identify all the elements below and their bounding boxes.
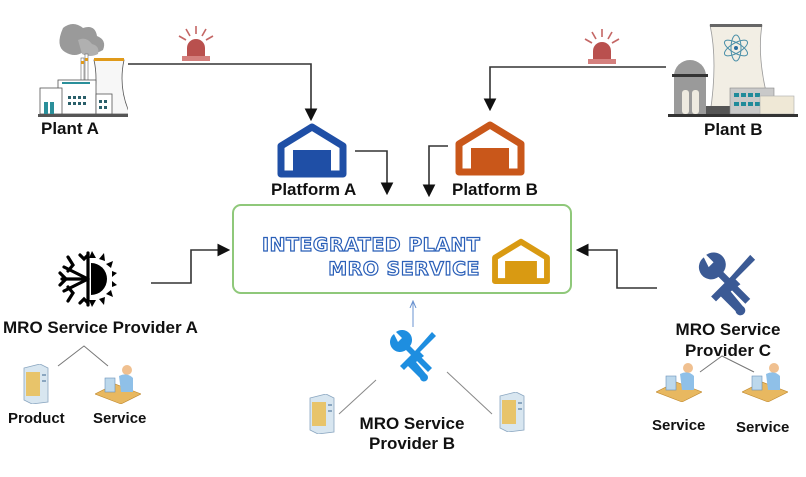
platform-a-icon[interactable] — [275, 122, 349, 183]
provider-a-label: MRO Service Provider A — [3, 318, 198, 337]
plant-a-icon — [18, 18, 144, 118]
alarm-a-icon — [176, 24, 216, 69]
platform-b-icon[interactable] — [453, 120, 527, 181]
provider-c-label-line2: Provider C — [685, 341, 771, 360]
integrated-title-line1: INTEGRATED PLANT — [261, 233, 481, 256]
provider-b-label-line1: MRO Service — [359, 414, 465, 433]
provider-c-label-line1: MRO Service — [675, 320, 781, 339]
snowflake-sun-icon — [56, 247, 120, 316]
tree-lines-provider-a — [57, 345, 109, 367]
tree-line-provider-b-left — [338, 379, 377, 415]
provider-c-service-left-icon — [655, 362, 703, 407]
hub-platform-icon — [490, 236, 552, 291]
wire-provider-c-to-box — [575, 243, 657, 289]
plant-a-label: Plant A — [41, 119, 99, 138]
tree-line-provider-b-right — [446, 371, 493, 415]
plant-b-icon — [668, 22, 802, 122]
provider-b-label-line2: Provider B — [369, 434, 455, 453]
provider-c-child-service-left: Service — [652, 417, 706, 434]
provider-a-child-product: Product — [8, 410, 65, 427]
provider-c-child-service-right: Service — [736, 419, 790, 436]
wire-plant-a-to-platform-a — [128, 63, 318, 122]
wire-plant-b-to-platform-b — [483, 66, 666, 112]
tools-icon-navy — [694, 250, 760, 321]
wire-platform-a-to-box — [355, 150, 394, 196]
tree-lines-provider-c — [699, 355, 755, 373]
provider-a-child-service: Service — [93, 410, 147, 427]
platform-b-label: Platform B — [452, 180, 538, 199]
plant-b-label: Plant B — [704, 120, 763, 139]
service-worker-icon — [94, 364, 142, 409]
wire-provider-a-to-box — [151, 243, 231, 284]
provider-b-product-right-icon — [498, 391, 526, 437]
product-server-icon — [22, 363, 50, 409]
integrated-title-line2: MRO SERVICE — [328, 257, 480, 280]
provider-c-service-right-icon — [741, 362, 789, 407]
platform-a-label: Platform A — [271, 180, 357, 199]
provider-b-product-left-icon — [308, 393, 336, 439]
wire-platform-b-to-box — [422, 145, 448, 198]
alarm-b-icon — [582, 27, 622, 72]
tools-icon-blue — [386, 328, 440, 387]
